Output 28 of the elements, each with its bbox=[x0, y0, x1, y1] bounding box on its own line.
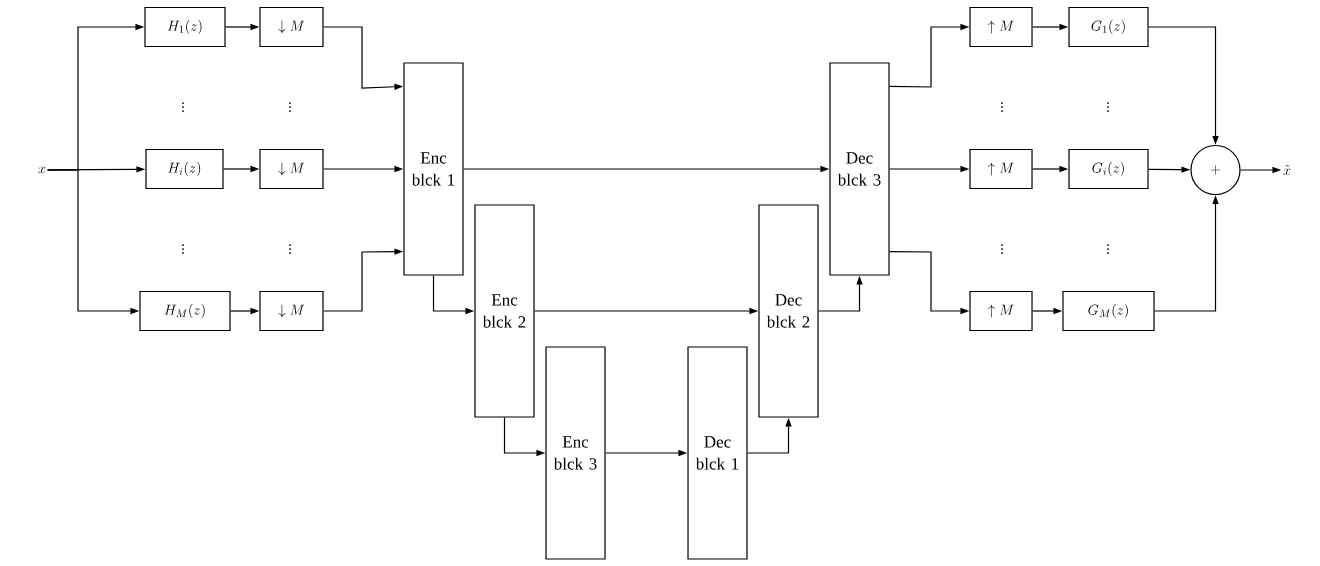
filter-box: $H_1(z)$ bbox=[144, 6, 226, 48]
filter-box: $H_M(z)$ bbox=[139, 290, 231, 332]
block-box: Enc blck 2 bbox=[474, 204, 535, 418]
vertical-ellipsis: $\vdots$ bbox=[289, 102, 291, 112]
filter-box: $G_i(z)$ bbox=[1068, 148, 1149, 190]
filter-box: $G_1(z)$ bbox=[1068, 6, 1149, 48]
filter-box: $\downarrow M$ bbox=[259, 290, 324, 332]
block-box: Enc blck 1 bbox=[403, 62, 464, 276]
filter-box: $\uparrow M$ bbox=[969, 290, 1033, 332]
filter-box: $\downarrow M$ bbox=[259, 6, 324, 48]
filter-box: $\uparrow M$ bbox=[969, 148, 1033, 190]
block-box: Dec blck 1 bbox=[687, 346, 748, 560]
signal-label: $\tilde{x}$ bbox=[1283, 165, 1291, 175]
block-box: Dec blck 2 bbox=[758, 204, 819, 418]
filter-box: $\uparrow M$ bbox=[969, 6, 1033, 48]
vertical-ellipsis: $\vdots$ bbox=[289, 244, 291, 254]
filter-box: $H_i(z)$ bbox=[145, 148, 224, 190]
vertical-ellipsis: $\vdots$ bbox=[1107, 244, 1109, 254]
signal-label: $x$ bbox=[38, 166, 46, 174]
block-box: Enc blck 3 bbox=[545, 346, 606, 560]
vertical-ellipsis: $\vdots$ bbox=[182, 102, 184, 112]
vertical-ellipsis: $\vdots$ bbox=[1107, 102, 1109, 112]
block-box: Dec blck 3 bbox=[829, 62, 890, 276]
filter-box: $G_M(z)$ bbox=[1062, 290, 1155, 332]
vertical-ellipsis: $\vdots$ bbox=[1001, 102, 1003, 112]
vertical-ellipsis: $\vdots$ bbox=[1001, 244, 1003, 254]
filter-box: $\downarrow M$ bbox=[259, 148, 324, 190]
vertical-ellipsis: $\vdots$ bbox=[182, 244, 184, 254]
